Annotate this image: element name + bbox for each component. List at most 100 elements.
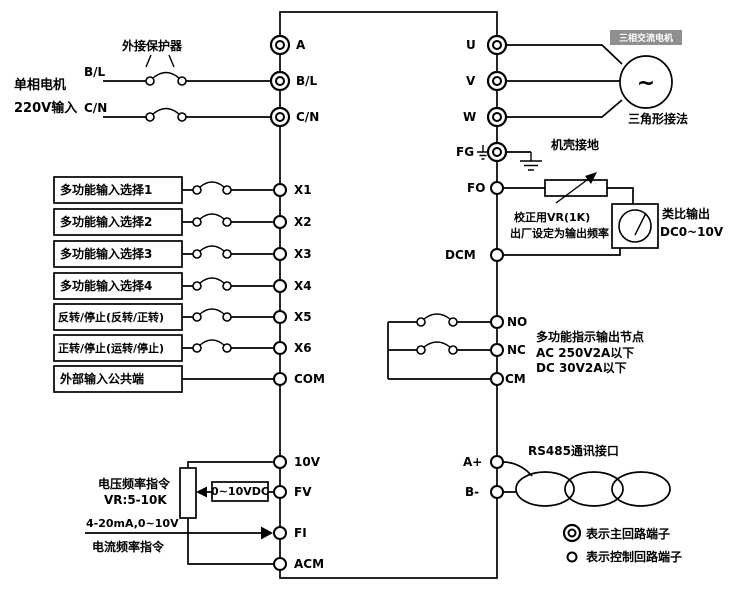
protector-pointer [145, 54, 175, 68]
input-label-box [53, 208, 183, 236]
terminal-fo [490, 181, 504, 195]
function-input-rows: 多功能输入选择1 多功能输入选择2 多功能输入选择3 多功能输入选择4 反转/停… [53, 176, 274, 393]
relay-name-label: 多功能指示输出节点 [536, 329, 644, 344]
line-b-label: B/L [84, 65, 106, 79]
terminal-label-acm: ACM [294, 557, 324, 571]
vr-value-label: VR:5-10K [104, 493, 167, 507]
terminal-nc [490, 343, 504, 357]
terminal-a-inner [275, 40, 285, 50]
switch-contact [192, 185, 202, 195]
protector-contact [177, 76, 187, 86]
meter-dial [618, 209, 652, 243]
switch-contact [222, 343, 232, 353]
wire-uvw [503, 44, 623, 118]
current-range-label: 4-20mA,0~10V [86, 517, 179, 530]
switch-contact [192, 343, 202, 353]
meter-needle [634, 212, 647, 236]
terminal-w-inner [492, 112, 502, 122]
terminal-x5 [273, 310, 287, 324]
terminal-x4 [273, 279, 287, 293]
single-phase-label: 单相电机 [14, 77, 66, 93]
terminal-label-com: COM [294, 372, 325, 386]
switch-arc [199, 277, 225, 284]
cable-coil [515, 471, 575, 507]
terminal-label-fi: FI [294, 526, 307, 540]
delta-connection-label: 三角形接法 [628, 111, 688, 126]
analog-output-label: 类比输出 [662, 206, 710, 221]
input-label: 外部输入公共端 [60, 371, 144, 386]
fg-ground-icon [477, 145, 489, 160]
terminal-cm [490, 372, 504, 386]
analog-output-range: DC0~10V [660, 225, 724, 239]
switch-contact [192, 312, 202, 322]
cable-coil [564, 471, 624, 507]
switch-contact [222, 217, 232, 227]
wire-rs485 [502, 461, 533, 493]
switch-arc [423, 341, 451, 348]
terminal-label-aplus: A+ [463, 455, 482, 469]
voltage-cmd-label: 电压频率指令 [98, 476, 171, 491]
relay-contact [448, 317, 458, 327]
terminal-label-v: V [466, 74, 476, 88]
input-label: 多功能输入选择4 [60, 278, 152, 293]
chassis-ground-label: 机壳接地 [551, 137, 599, 152]
terminal-label-a: A [296, 38, 306, 52]
relay-contact [416, 345, 426, 355]
terminal-x6 [273, 341, 287, 355]
switch-contact [222, 185, 232, 195]
terminal-fi [273, 526, 287, 540]
switch-contact [192, 281, 202, 291]
ground-section: 机壳接地 [477, 137, 599, 171]
terminal-labels: A B/L C/N X1 X2 X3 X4 X5 X6 COM 10V FV F… [294, 38, 527, 571]
ground-icon [520, 152, 542, 171]
terminal-dcm [490, 248, 504, 262]
terminal-label-w: W [463, 110, 476, 124]
terminal-cn-inner [275, 112, 285, 122]
relay-contact [448, 345, 458, 355]
switch-arc [199, 339, 225, 346]
current-cmd-label: 电流频率指令 [92, 539, 165, 554]
switch-contact [192, 249, 202, 259]
relay-contact [416, 317, 426, 327]
switch-contact [222, 249, 232, 259]
switch-arc [152, 107, 180, 115]
terminal-label-10v: 10V [294, 455, 321, 469]
analog-output-section: 校正用VR(1K) 出厂设定为输出频率 类比输出 DC0~10V [503, 172, 724, 256]
input-label-box [53, 303, 183, 331]
input-label-box [53, 334, 183, 362]
wire-relay [387, 321, 503, 380]
wiper-arrowhead [196, 486, 207, 498]
terminal-label-cm: CM [505, 372, 526, 386]
switch-contact [192, 217, 202, 227]
pot-arrowhead [585, 172, 597, 184]
terminal-fv [273, 485, 287, 499]
terminal-bl-inner [275, 76, 285, 86]
input-voltage-label: 220V输入 [14, 100, 77, 116]
terminal-label-bminus: B- [465, 485, 479, 499]
switch-contact [222, 312, 232, 322]
relay-output-section: 多功能指示输出节点 AC 250V2A以下 DC 30V2A以下 [387, 313, 644, 380]
fi-arrowhead [261, 526, 273, 540]
terminal-label-cn: C/N [296, 110, 319, 124]
legend: 表示主回路端子 表示控制回路端子 [562, 523, 682, 564]
protector-contact [177, 112, 187, 122]
protector-contact [145, 112, 155, 122]
terminal-fg-inner [492, 147, 502, 157]
pot-arrow-line [555, 176, 592, 204]
terminal-label-no: NO [507, 315, 527, 329]
switch-arc [199, 213, 225, 220]
vdc-range-label: 0~10VDC [211, 485, 269, 498]
terminal-v-inner [492, 76, 502, 86]
cable-coil [611, 471, 671, 507]
terminal-label-x5: X5 [294, 310, 312, 324]
terminal-label-x6: X6 [294, 341, 312, 355]
terminal-u-inner [492, 40, 502, 50]
relay-dc-rating: DC 30V2A以下 [536, 361, 627, 375]
terminal-acm [273, 557, 287, 571]
terminal-label-dcm: DCM [445, 248, 476, 262]
terminal-label-fo: FO [467, 181, 485, 195]
terminal-label-x2: X2 [294, 215, 312, 229]
motor-badge [610, 30, 682, 45]
input-label: 正转/停止(运转/停止) [58, 341, 164, 355]
